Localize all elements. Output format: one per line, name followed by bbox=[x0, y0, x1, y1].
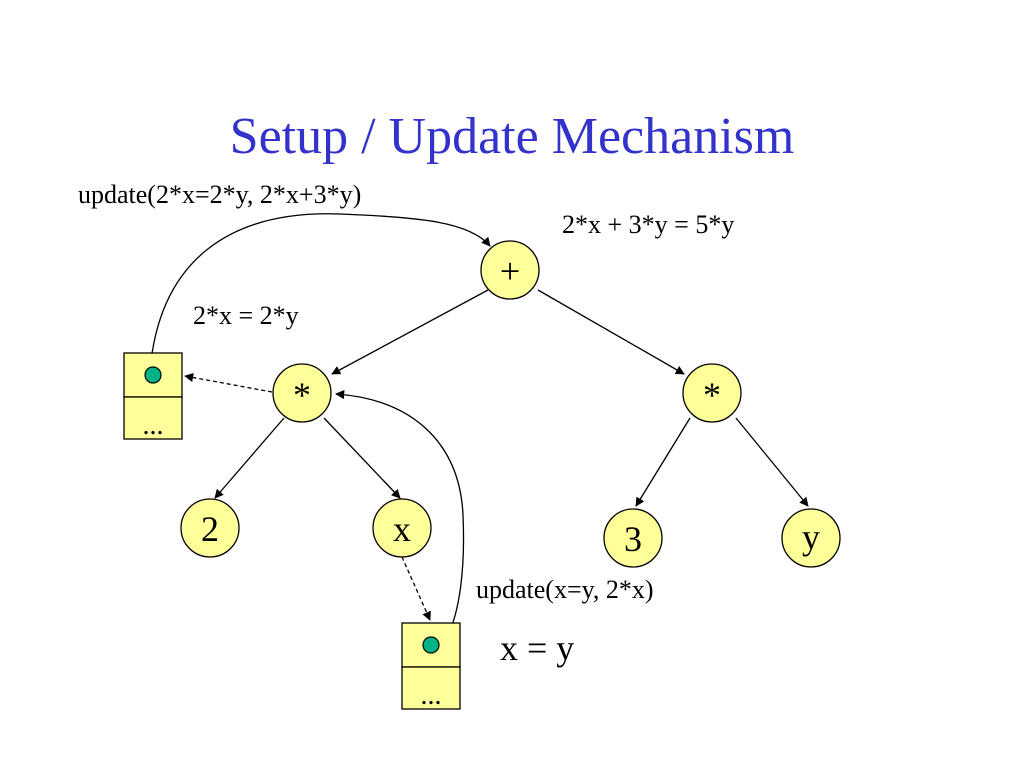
node-mul-left: * bbox=[272, 363, 332, 423]
edge-left-mul-to-x bbox=[323, 417, 401, 499]
bottom-box-ellipsis: ... bbox=[421, 680, 442, 711]
tree-nodes: + * * 2 x 3 y bbox=[180, 240, 841, 568]
edge-plus-to-left-mul bbox=[331, 289, 489, 375]
node-plus-label: + bbox=[500, 251, 520, 291]
node-plus: + bbox=[480, 240, 540, 300]
edge-right-mul-to-y bbox=[735, 417, 809, 507]
left-box-ellipsis: ... bbox=[143, 410, 164, 441]
edge-right-mul-to-3 bbox=[635, 417, 691, 507]
slide-title: Setup / Update Mechanism bbox=[230, 108, 795, 165]
label-mul-equation: 2*x = 2*y bbox=[193, 301, 299, 330]
node-leaf-3-label: 3 bbox=[624, 519, 642, 559]
left-box-marker-dot bbox=[144, 366, 162, 384]
label-update-top: update(2*x=2*y, 2*x+3*y) bbox=[78, 180, 361, 209]
dashed-left-mul-to-box bbox=[184, 373, 273, 393]
node-mul-left-label: * bbox=[293, 375, 311, 415]
bottom-box-bottom-cell bbox=[401, 666, 461, 710]
tree-edges bbox=[214, 289, 809, 507]
left-storage-box: ... bbox=[123, 352, 183, 441]
node-mul-right-label: * bbox=[703, 375, 721, 415]
node-leaf-3: 3 bbox=[603, 508, 663, 568]
dashed-x-to-bottom-box bbox=[401, 556, 431, 621]
edge-left-mul-to-2 bbox=[214, 417, 285, 499]
edge-plus-to-right-mul bbox=[537, 289, 685, 375]
curve-bottom-update bbox=[335, 390, 465, 649]
node-leaf-x: x bbox=[372, 498, 432, 558]
node-leaf-y: y bbox=[781, 508, 841, 568]
node-leaf-2: 2 bbox=[180, 498, 240, 558]
bottom-storage-box: ... bbox=[401, 622, 461, 711]
bottom-box-marker-dot bbox=[422, 636, 440, 654]
node-leaf-x-label: x bbox=[393, 509, 411, 549]
update-curves bbox=[149, 213, 491, 649]
label-sum-equation: 2*x + 3*y = 5*y bbox=[562, 210, 734, 239]
node-mul-right: * bbox=[682, 363, 742, 423]
annotation-labels: update(2*x=2*y, 2*x+3*y) 2*x + 3*y = 5*y… bbox=[78, 180, 734, 668]
left-box-bottom-cell bbox=[123, 396, 183, 440]
dashed-links bbox=[184, 373, 431, 621]
label-update-bottom: update(x=y, 2*x) bbox=[476, 575, 654, 604]
curve-top-update bbox=[149, 213, 491, 371]
label-x-equals-y: x = y bbox=[500, 628, 574, 668]
node-leaf-2-label: 2 bbox=[201, 509, 219, 549]
node-leaf-y-label: y bbox=[802, 517, 820, 557]
